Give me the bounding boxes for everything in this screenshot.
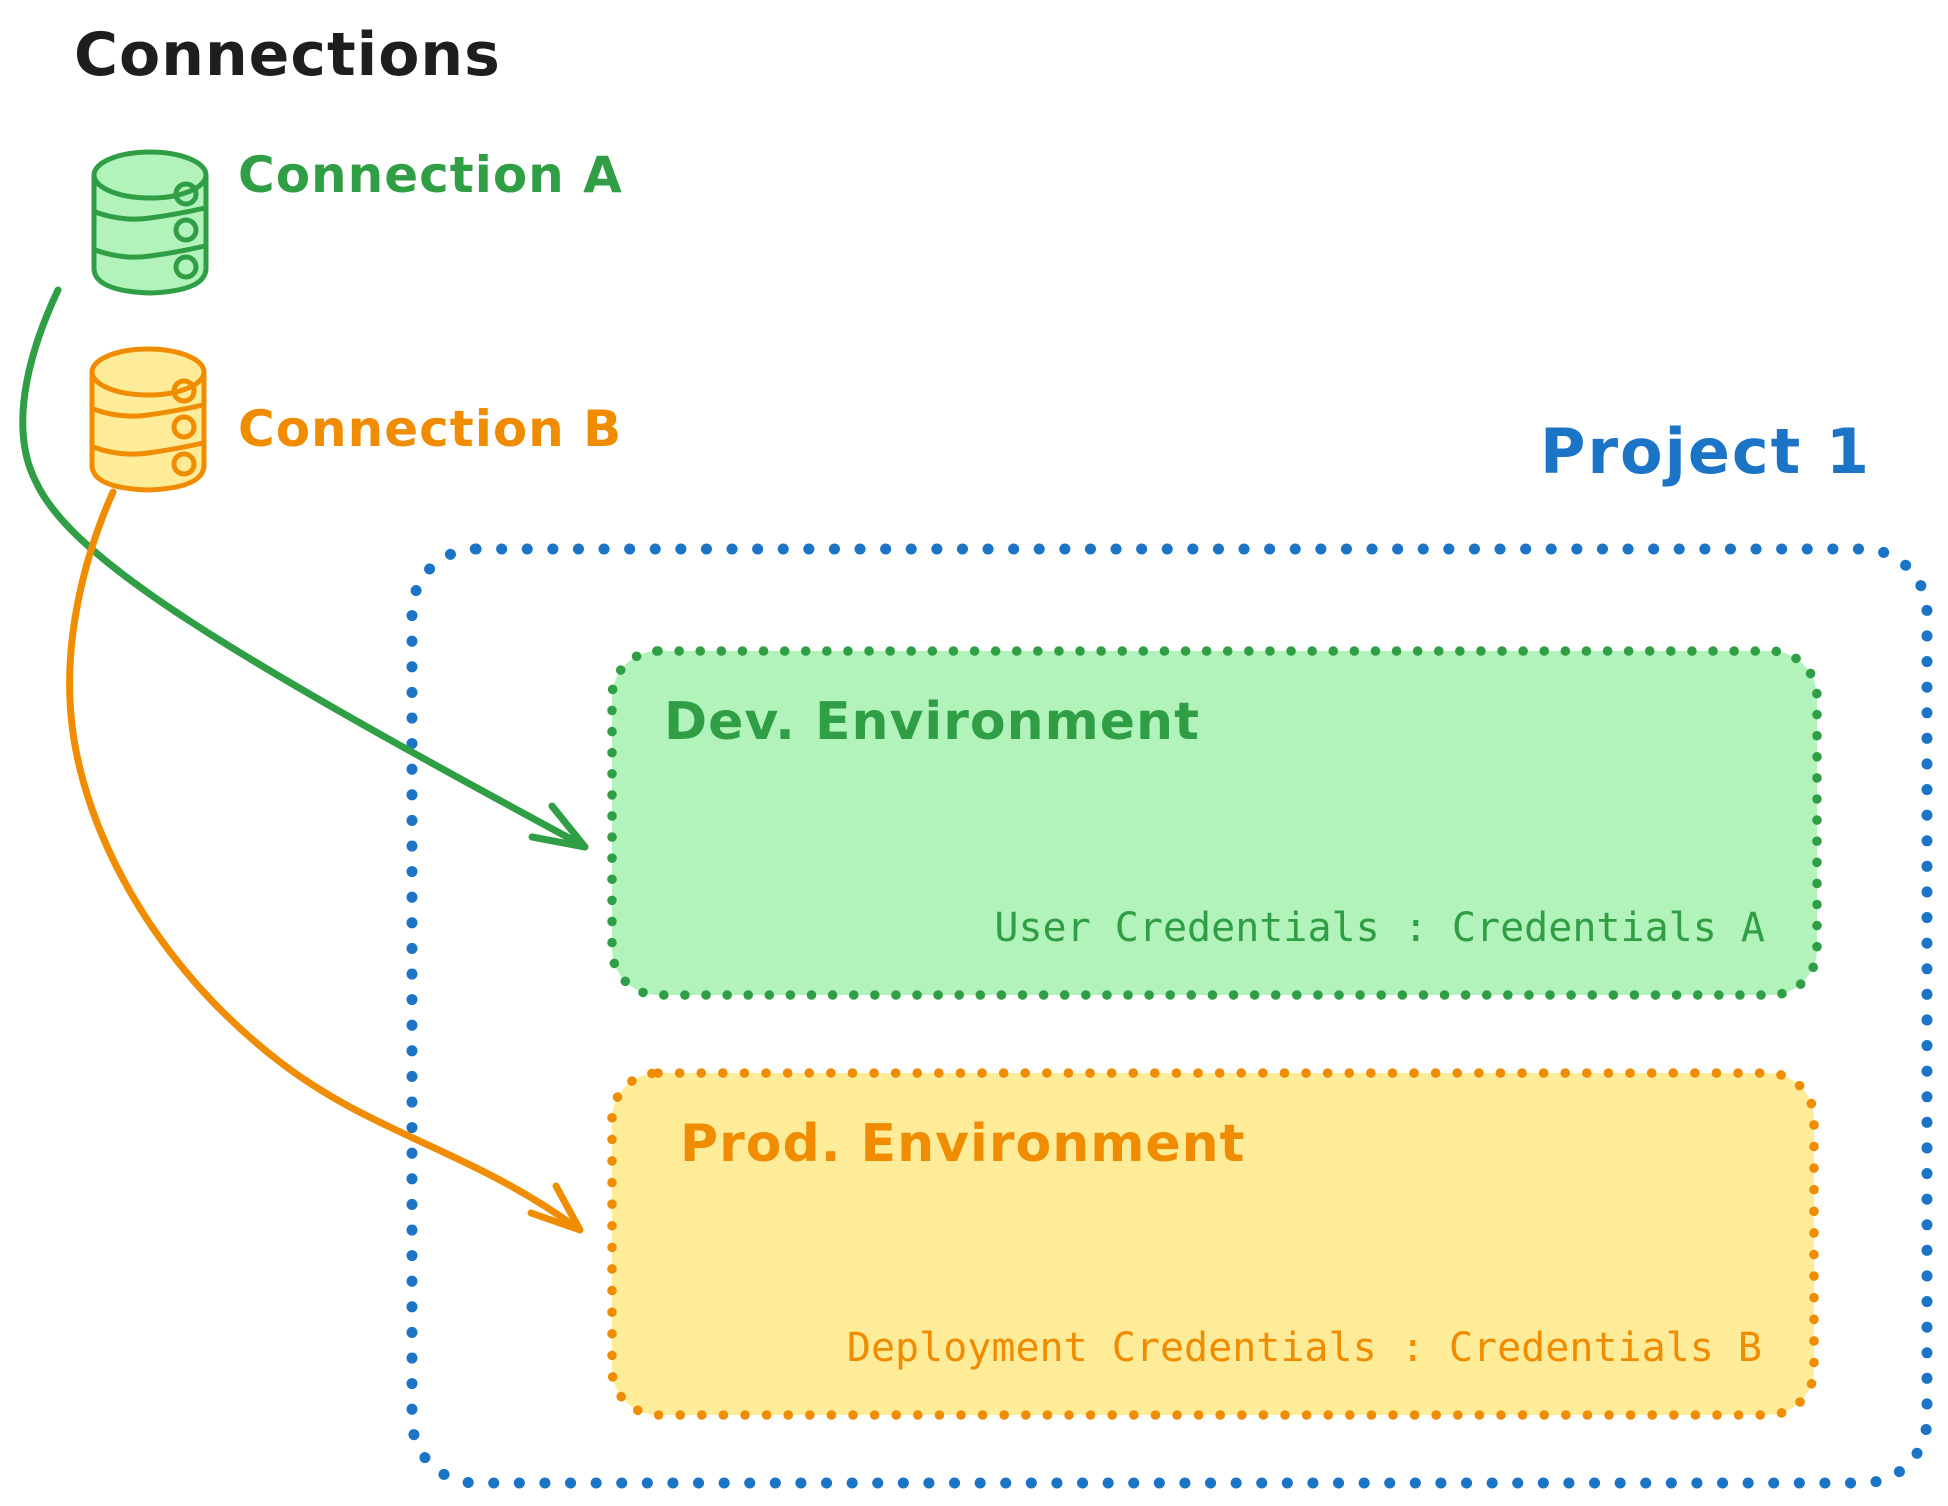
project-container	[406, 543, 1933, 1489]
prod-credentials-text: Deployment Credentials : Credentials B	[846, 1325, 1762, 1371]
database-icon	[91, 149, 209, 296]
connection-b-label: Connection B	[238, 400, 623, 458]
prod-environment-label: Prod. Environment	[680, 1114, 1246, 1174]
database-icon	[89, 346, 207, 493]
dev-credentials-text: User Credentials : Credentials A	[994, 905, 1765, 951]
project-title: Project 1	[1540, 415, 1872, 488]
connection-a-label: Connection A	[238, 146, 623, 204]
page-title: Connections	[74, 20, 501, 90]
arrow-connection-b-to-prod	[66, 488, 584, 1234]
arrow-connection-a-to-dev	[19, 286, 589, 851]
dev-environment-box	[607, 646, 1822, 1000]
dev-environment-label: Dev. Environment	[664, 692, 1200, 752]
prod-environment-box	[607, 1068, 1819, 1420]
